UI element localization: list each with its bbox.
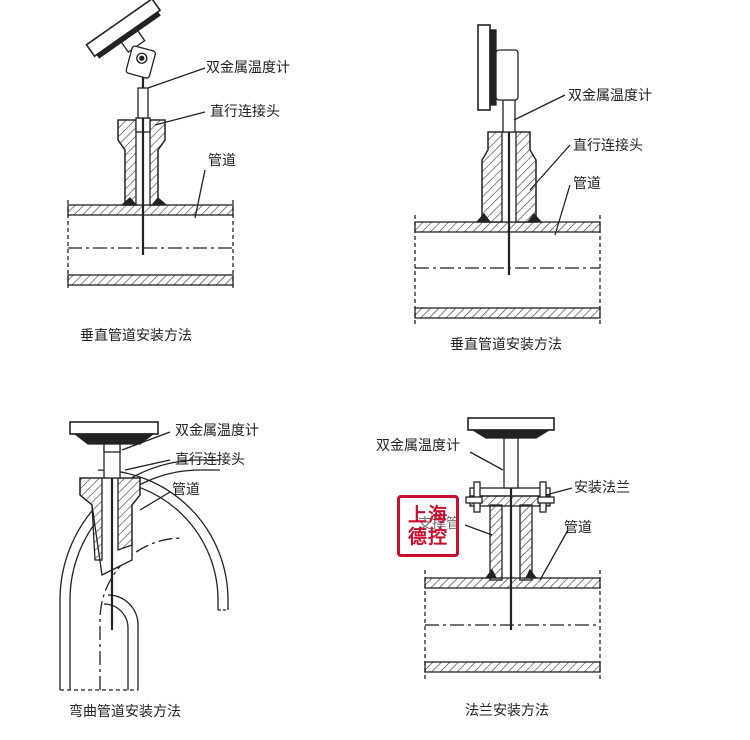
stamp-line-1: 上海 [407, 504, 448, 526]
caption: 法兰安装方法 [465, 703, 549, 719]
panel-vertical-pipe-2 [414, 24, 601, 325]
label-pipe: 管道 [172, 482, 200, 498]
pipe [414, 215, 601, 325]
label-thermometer: 双金属温度计 [175, 423, 259, 439]
label-connector: 直行连接头 [210, 104, 280, 120]
support-pipe [484, 504, 538, 581]
label-thermometer: 双金属温度计 [376, 438, 460, 454]
bimetal-thermometer [477, 24, 519, 111]
label-thermometer: 双金属温度计 [568, 88, 652, 104]
panel-flange [424, 417, 601, 680]
label-pipe: 管道 [208, 153, 236, 169]
bimetal-thermometer [85, 0, 162, 59]
label-thermometer: 双金属温度计 [206, 60, 290, 76]
company-stamp: 上海 德控 [397, 495, 459, 557]
panel-bent-pipe [59, 421, 229, 691]
caption: 垂直管道安装方法 [80, 328, 192, 344]
caption: 垂直管道安装方法 [450, 337, 562, 353]
label-flange: 安装法兰 [574, 480, 630, 496]
pipe [424, 570, 601, 680]
label-connector: 直行连接头 [573, 138, 643, 154]
straight-connector [79, 477, 141, 576]
label-pipe: 管道 [564, 520, 592, 536]
panel-vertical-pipe-1 [67, 0, 234, 290]
caption: 弯曲管道安装方法 [69, 704, 181, 720]
label-pipe: 管道 [573, 176, 601, 192]
label-connector: 直行连接头 [175, 452, 245, 468]
label-support-pipe: 支撑管 [418, 516, 460, 532]
bimetal-thermometer [467, 417, 555, 439]
bimetal-thermometer [69, 421, 159, 453]
stamp-line-2: 德控 [407, 526, 448, 548]
pipe [67, 200, 234, 290]
